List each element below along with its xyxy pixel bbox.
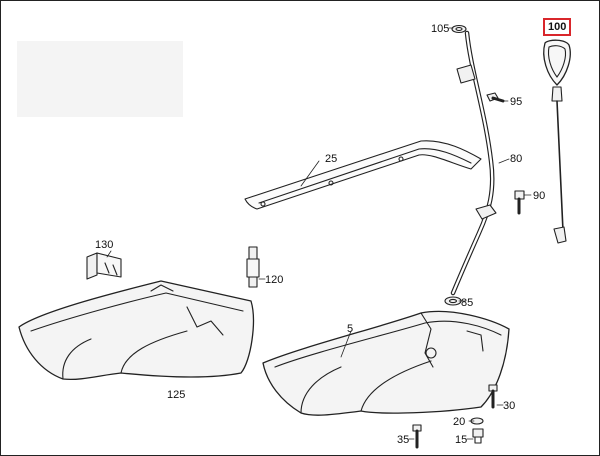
callout-120[interactable]: 120 [265, 274, 284, 286]
oil-pan-upper-125[interactable] [18, 280, 254, 381]
callout-125[interactable]: 125 [167, 389, 186, 401]
blank-inset-area [17, 41, 183, 117]
callout-95[interactable]: 95 [510, 96, 523, 108]
bolt-35[interactable] [412, 424, 422, 449]
callout-80[interactable]: 80 [510, 153, 523, 165]
seal-ring-105[interactable] [451, 24, 467, 34]
callout-20[interactable]: 20 [453, 416, 466, 428]
callout-100-highlighted[interactable]: 100 [543, 18, 572, 36]
callout-90[interactable]: 90 [533, 190, 546, 202]
callout-105[interactable]: 105 [431, 23, 450, 35]
pin-120[interactable] [246, 246, 260, 288]
callout-85[interactable]: 85 [461, 297, 474, 309]
callout-5[interactable]: 5 [347, 323, 354, 335]
drain-plug-15[interactable] [472, 428, 484, 444]
oil-pan-lower-5[interactable] [262, 310, 510, 416]
gasket-25[interactable] [244, 140, 482, 210]
callout-35[interactable]: 35 [397, 434, 410, 446]
oil-dipstick[interactable] [543, 39, 571, 244]
leader-lines [106, 27, 532, 440]
bolt-90[interactable] [514, 190, 525, 215]
bolt-30[interactable] [488, 384, 498, 409]
callout-25[interactable]: 25 [325, 153, 338, 165]
callout-130[interactable]: 130 [95, 239, 114, 251]
bolt-95[interactable] [486, 92, 505, 103]
callout-30[interactable]: 30 [503, 400, 516, 412]
clip-130[interactable] [86, 252, 122, 280]
callout-15[interactable]: 15 [455, 434, 468, 446]
dipstick-guide-tube[interactable] [450, 30, 497, 296]
